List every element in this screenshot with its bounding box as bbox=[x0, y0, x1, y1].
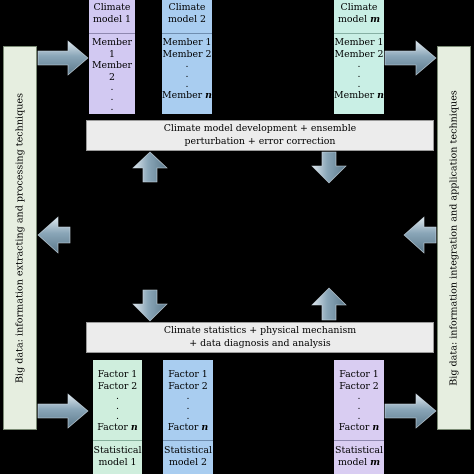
statistical-model-m-title-line2: model m bbox=[338, 456, 380, 468]
ellipsis-dot: . bbox=[110, 82, 114, 94]
ellipsis-dot: . bbox=[186, 391, 190, 403]
ellipsis-dot: . bbox=[116, 410, 119, 422]
right-big-data-panel: Big data: information integration and ap… bbox=[437, 46, 471, 430]
factor-2-label: Factor 2 bbox=[97, 380, 138, 392]
climate-model-2-column: Climate model 2 Member 1 Member 2 . . . … bbox=[162, 0, 212, 114]
climate-model-1-title-line2: model 1 bbox=[92, 13, 132, 25]
ellipsis-dot: . bbox=[110, 92, 114, 104]
statistical-model-m-column: Factor 1 Factor 2 . . . Factor n Statist… bbox=[334, 360, 384, 474]
ellipsis-dot: . bbox=[185, 78, 189, 90]
statistical-model-1-column: Factor 1 Factor 2 . . . Factor n Statist… bbox=[93, 360, 142, 474]
member-n-label: Member n bbox=[162, 89, 212, 101]
ellipsis-dot: . bbox=[185, 59, 189, 71]
ellipsis-dot: . bbox=[357, 391, 361, 403]
climate-model-m-column: Climate model m Member 1 Member 2 . . . … bbox=[334, 0, 384, 114]
factor-1-label: Factor 1 bbox=[168, 369, 208, 380]
ellipsis-dot: . bbox=[185, 68, 189, 80]
ellipsis-dot: . bbox=[116, 391, 119, 403]
statistical-model-2-title-line2: model 2 bbox=[168, 456, 208, 468]
statistical-model-2-column: Factor 1 Factor 2 . . . Factor n Statist… bbox=[163, 360, 213, 474]
ellipsis-dot: . bbox=[116, 400, 119, 412]
arrow-up-icon bbox=[132, 151, 168, 183]
member-n-label: Member n bbox=[334, 89, 384, 101]
factor-2-label: Factor 2 bbox=[339, 380, 379, 392]
climate-model-2-title-line1: Climate bbox=[168, 2, 206, 13]
climate-model-m-title-line2: model m bbox=[338, 13, 380, 25]
climate-model-development-box: Climate model development + ensemble per… bbox=[86, 120, 434, 151]
ellipsis-dot: . bbox=[357, 400, 361, 412]
member-2-label: Member 2 bbox=[334, 48, 384, 60]
arrow-down-icon bbox=[311, 151, 347, 184]
factor-1-label: Factor 1 bbox=[339, 369, 379, 380]
arrow-right-icon bbox=[384, 393, 437, 429]
left-big-data-panel: Big data: information extracting and pro… bbox=[3, 46, 37, 430]
factor-1-label: Factor 1 bbox=[97, 369, 138, 380]
bottom-box-line2: + data diagnosis and analysis bbox=[189, 337, 331, 349]
member-1-label: Member 1 bbox=[162, 37, 212, 48]
climate-statistics-box: Climate statistics + physical mechanism … bbox=[86, 322, 434, 353]
member-2-label: Member 2 bbox=[91, 60, 133, 83]
arrow-left-icon bbox=[403, 216, 437, 254]
statistical-model-1-title-line2: model 1 bbox=[98, 456, 137, 468]
arrow-down-icon bbox=[132, 289, 168, 322]
statistical-model-1-title-line1: Statistical bbox=[93, 445, 142, 456]
arrow-right-icon bbox=[384, 40, 437, 76]
top-box-line1: Climate model development + ensemble bbox=[163, 123, 357, 134]
factor-n-label: Factor n bbox=[97, 421, 138, 433]
ellipsis-dot: . bbox=[186, 400, 190, 412]
ellipsis-dot: . bbox=[357, 68, 361, 80]
bottom-box-line1: Climate statistics + physical mechanism bbox=[163, 325, 357, 336]
climate-model-1-column: Climate model 1 Member 1 Member 2 . . . … bbox=[89, 0, 135, 135]
statistical-model-m-title-line1: Statistical bbox=[335, 445, 383, 456]
climate-model-m-title-line1: Climate bbox=[340, 2, 378, 13]
factor-n-label: Factor n bbox=[338, 421, 380, 433]
ellipsis-dot: . bbox=[357, 59, 361, 71]
member-2-label: Member 2 bbox=[162, 48, 212, 60]
ellipsis-dot: . bbox=[357, 410, 361, 422]
ellipsis-dot: . bbox=[357, 78, 361, 90]
factor-2-label: Factor 2 bbox=[168, 380, 208, 392]
member-1-label: Member 1 bbox=[334, 37, 384, 48]
climate-model-1-title-line1: Climate bbox=[93, 2, 131, 13]
ellipsis-dot: . bbox=[186, 410, 190, 422]
arrow-left-icon bbox=[37, 216, 71, 254]
member-1-label: Member 1 bbox=[91, 37, 133, 60]
climate-model-2-title-line2: model 2 bbox=[167, 13, 207, 25]
factor-n-label: Factor n bbox=[167, 421, 209, 433]
arrow-right-icon bbox=[37, 393, 89, 429]
arrow-up-icon bbox=[311, 287, 347, 321]
ellipsis-dot: . bbox=[110, 101, 114, 113]
arrow-right-icon bbox=[37, 40, 89, 76]
top-box-line2: perturbation + error correction bbox=[184, 135, 336, 147]
statistical-model-2-title-line1: Statistical bbox=[164, 445, 212, 456]
